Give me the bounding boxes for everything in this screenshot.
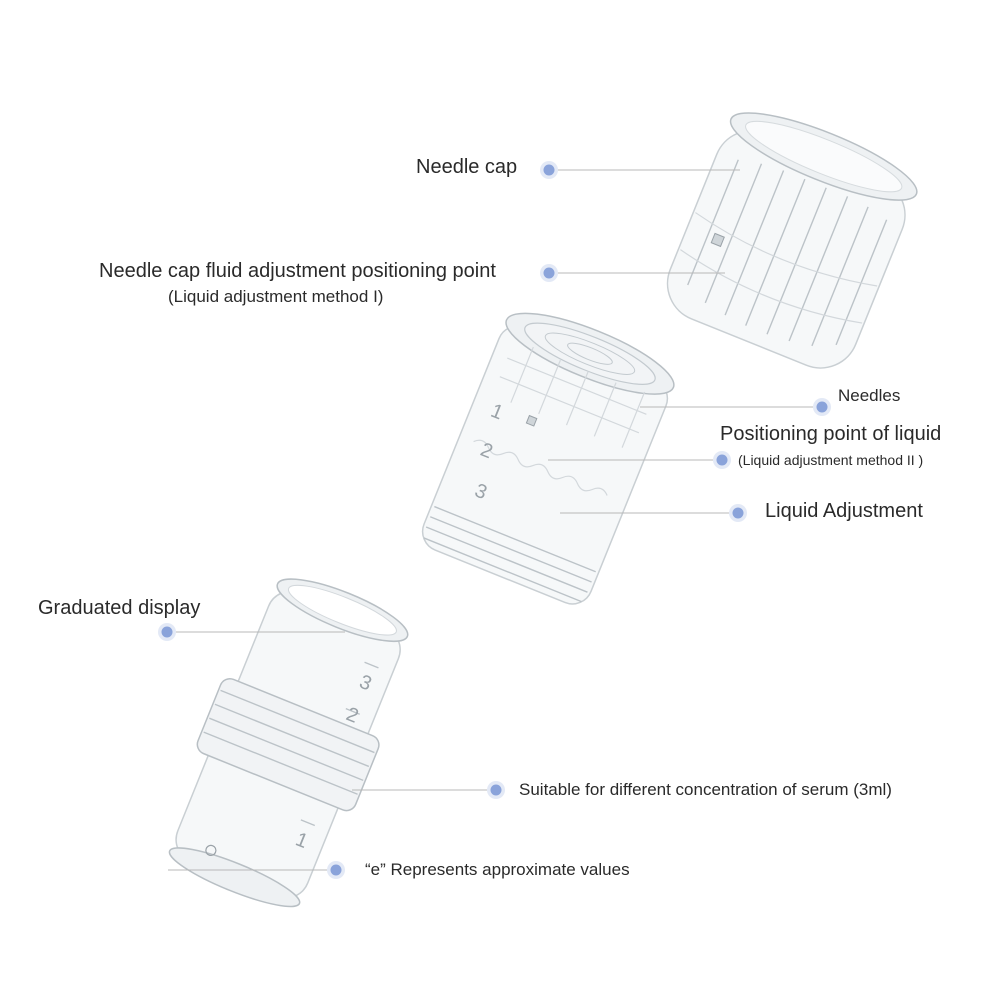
label-cap-point-line1: Needle cap fluid adjustment positioning … — [99, 260, 496, 282]
needle-cartridge-illustration: 1 2 3 — [421, 312, 675, 605]
label-graduated-display: Graduated display — [38, 597, 201, 619]
label-liquid-adjustment: Liquid Adjustment — [765, 500, 923, 522]
callout-dot-graduated — [158, 623, 176, 641]
needle-cap-illustration — [666, 112, 918, 369]
callout-dot-needles — [813, 398, 831, 416]
label-serum: Suitable for different concentration of … — [519, 780, 892, 799]
callout-dot-cap-point — [540, 264, 558, 282]
label-positioning-line1: Positioning point of liquid — [720, 423, 942, 445]
callout-dot-approx — [327, 861, 345, 879]
callout-dot-liquid-adjustment — [729, 504, 747, 522]
label-positioning-line2: (Liquid adjustment method II ) — [738, 452, 924, 468]
label-approx: “e” Represents approximate values — [365, 860, 630, 879]
label-needles: Needles — [838, 386, 901, 405]
label-needle-cap: Needle cap — [416, 156, 518, 178]
leader-lines — [167, 169, 822, 871]
callout-dot-needle-cap — [540, 161, 558, 179]
label-cap-point-line2: (Liquid adjustment method I) — [168, 287, 384, 306]
callout-dot-positioning — [713, 451, 731, 469]
serum-vial-illustration: 3 2 1 — [168, 578, 409, 908]
callout-dot-serum — [487, 781, 505, 799]
